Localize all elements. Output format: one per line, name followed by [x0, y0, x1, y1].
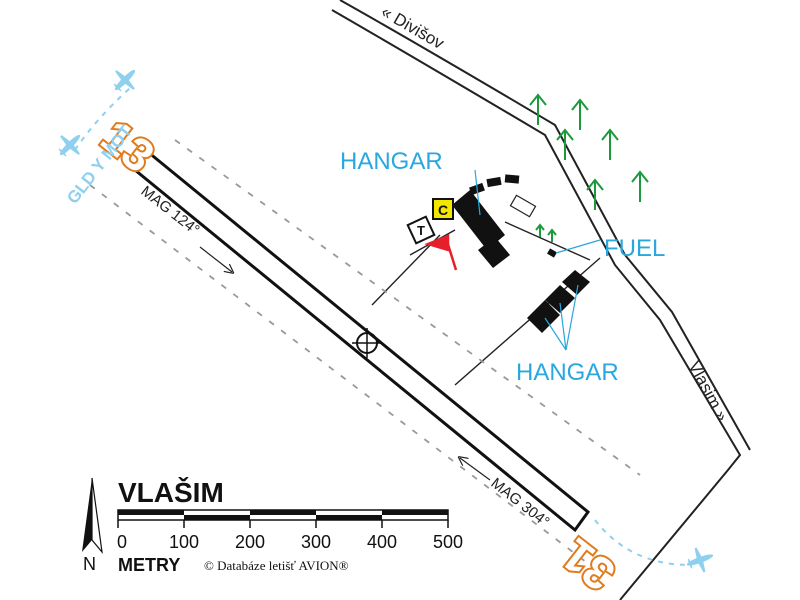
hangar-south-label: HANGAR — [516, 359, 619, 386]
runway — [132, 149, 591, 533]
north-arrow-icon — [82, 477, 103, 554]
hangar-south — [527, 270, 590, 333]
fuel-station — [547, 248, 557, 258]
scale-tick-label: 0 — [117, 532, 127, 552]
airplane-icon — [58, 134, 81, 157]
scale-tick-label: 500 — [433, 532, 463, 552]
airplane-icon — [686, 547, 714, 573]
tower-marker-label: T — [417, 223, 425, 238]
small-building — [509, 194, 537, 218]
north-arrow-label: N — [83, 554, 96, 574]
windsock-icon — [424, 234, 458, 271]
hangar-north-label: HANGAR — [340, 148, 443, 175]
heading-arrow-west — [199, 246, 232, 272]
road-label-vlasim: Vlasim » — [684, 358, 731, 424]
fuel-label: FUEL — [604, 235, 665, 262]
fuel-leader-line — [555, 239, 601, 254]
tower-marker: T — [406, 215, 436, 245]
circuit-paths — [74, 87, 691, 566]
road-divisov — [331, 0, 751, 600]
scale-bar-ticks: 0 100 200 300 400 500 — [117, 532, 463, 552]
scale-tick-label: 400 — [367, 532, 397, 552]
hangar-north — [452, 174, 520, 268]
hangar-south-leaders — [544, 284, 579, 351]
scale-tick-label: 300 — [301, 532, 331, 552]
tree-icons — [529, 93, 649, 242]
control-marker-label: C — [438, 202, 448, 218]
heading-arrow-east — [460, 458, 491, 481]
scale-bar — [117, 509, 449, 528]
hangar-north-leader — [474, 169, 481, 216]
scale-unit-label: METRY — [118, 555, 180, 575]
copyright-text: © Databáze letišť AVION® — [204, 558, 349, 573]
airplane-icon — [113, 69, 136, 92]
runway-center-marker — [352, 328, 382, 358]
control-marker: C — [432, 198, 454, 220]
scale-tick-label: 100 — [169, 532, 199, 552]
runway-strip-border — [89, 139, 641, 566]
scale-tick-label: 200 — [235, 532, 265, 552]
map-title: VLAŠIM — [118, 476, 224, 508]
